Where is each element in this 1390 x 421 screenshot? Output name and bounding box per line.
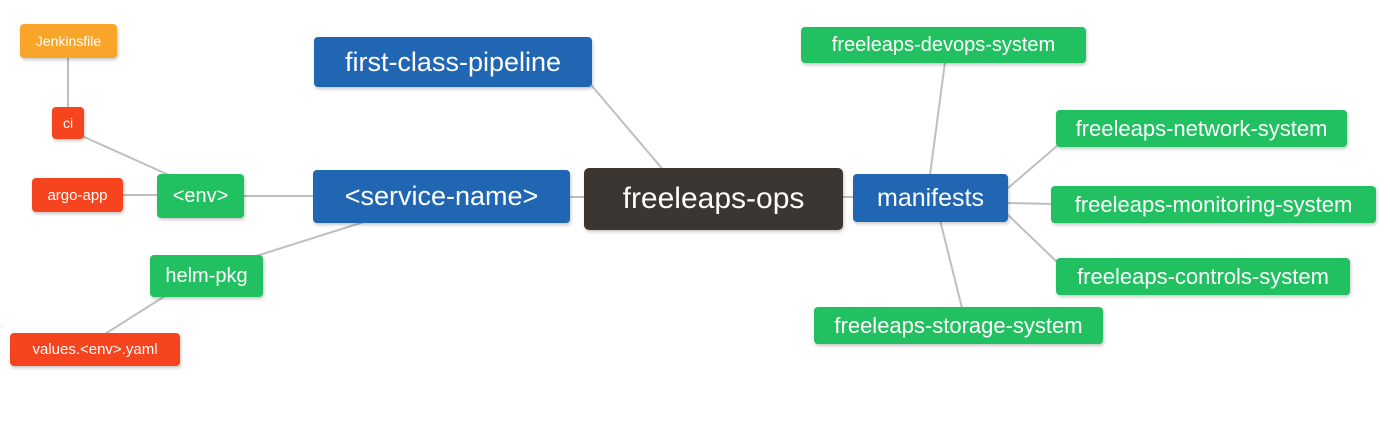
node-values-yaml-label: values.<env>.yaml [32,341,158,358]
edge-manifests-monitoring-system [1007,202,1053,205]
node-ci[interactable]: ci [52,107,84,139]
node-service-name[interactable]: <service-name> [313,170,570,223]
node-helm-pkg-label: helm-pkg [165,265,248,287]
node-argo-app[interactable]: argo-app [32,178,123,212]
node-manifests[interactable]: manifests [853,174,1008,222]
edge-manifests-devops-system [929,61,946,176]
edge-manifests-network-system [1007,145,1058,189]
node-freeleaps-storage-system[interactable]: freeleaps-storage-system [814,307,1103,344]
node-helm-pkg[interactable]: helm-pkg [150,255,263,297]
node-root-label: freeleaps-ops [622,182,805,215]
node-freeleaps-controls-system-label: freeleaps-controls-system [1077,263,1329,289]
node-argo-app-label: argo-app [47,186,108,204]
node-root-freeleaps-ops[interactable]: freeleaps-ops [584,168,843,230]
edge-manifests-controls-system [1007,214,1058,263]
node-ci-label: ci [62,115,74,131]
node-freeleaps-devops-system[interactable]: freeleaps-devops-system [801,27,1086,63]
node-freeleaps-monitoring-system-label: freeleaps-monitoring-system [1074,191,1353,217]
node-manifests-label: manifests [877,183,984,212]
node-freeleaps-network-system-label: freeleaps-network-system [1075,115,1328,141]
node-freeleaps-devops-system-label: freeleaps-devops-system [831,34,1056,56]
node-freeleaps-storage-system-label: freeleaps-storage-system [834,312,1083,338]
node-service-name-label: <service-name> [344,181,539,211]
edge-helm-pkg-values-yaml [104,293,169,335]
node-values-yaml[interactable]: values.<env>.yaml [10,333,180,366]
node-first-class-pipeline[interactable]: first-class-pipeline [314,37,592,87]
edge-service-name-helm-pkg [249,219,371,259]
node-freeleaps-monitoring-system[interactable]: freeleaps-monitoring-system [1051,186,1376,223]
node-env-label: <env> [172,185,229,207]
node-freeleaps-controls-system[interactable]: freeleaps-controls-system [1056,258,1350,295]
node-jenkinsfile[interactable]: Jenkinsfile [20,24,117,58]
node-jenkinsfile-label: Jenkinsfile [35,33,102,49]
edge-manifests-storage-system [939,219,963,309]
node-env[interactable]: <env> [157,174,244,218]
node-freeleaps-network-system[interactable]: freeleaps-network-system [1056,110,1347,147]
node-first-class-pipeline-label: first-class-pipeline [344,46,562,77]
edge-root-first-class-pipeline [591,85,666,173]
